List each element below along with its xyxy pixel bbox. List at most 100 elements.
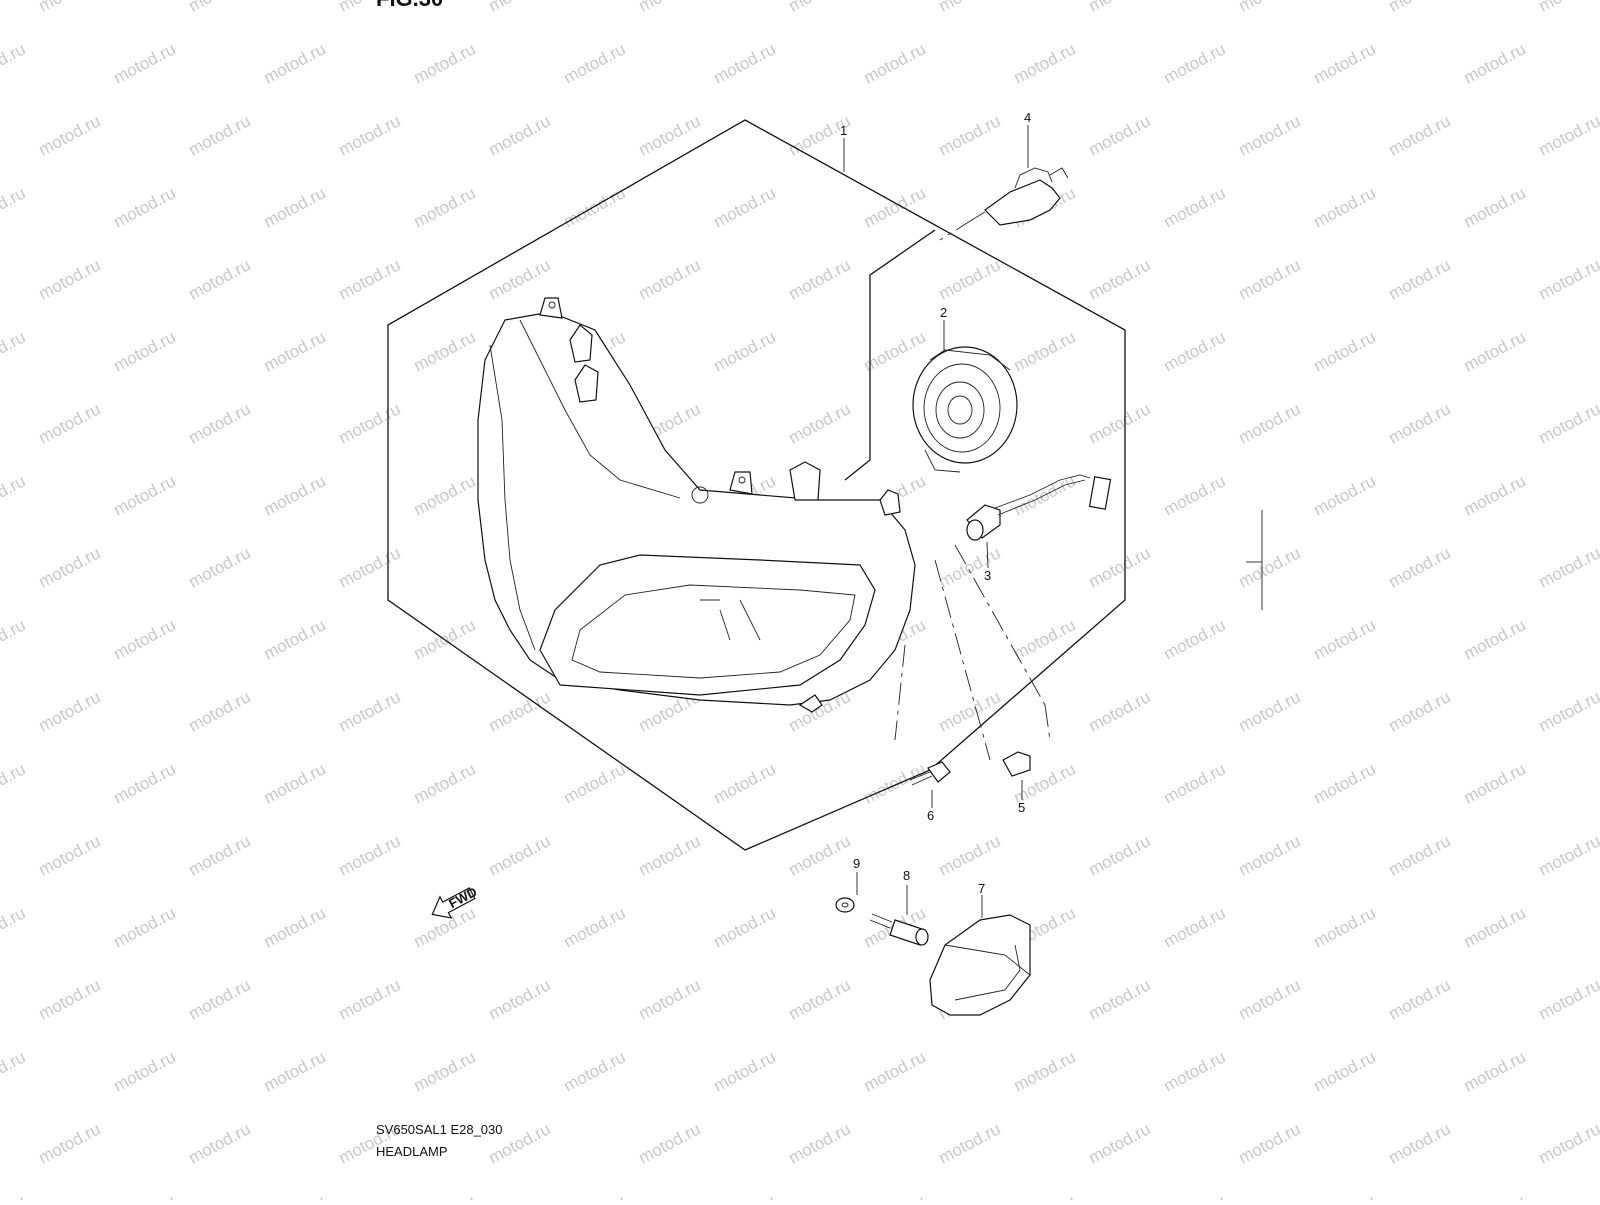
- watermark-text: motod.ru: [1460, 39, 1528, 87]
- watermark-text: motod.ru: [35, 543, 103, 591]
- washer-drawing: [835, 872, 858, 913]
- watermark-text: motod.ru: [710, 1047, 778, 1095]
- watermark-text: motod.ru: [410, 1191, 478, 1200]
- callout-2: 2: [940, 305, 947, 320]
- callout-1: 1: [840, 123, 847, 138]
- watermark-text: motod.ru: [1235, 975, 1303, 1023]
- watermark-text: motod.ru: [0, 471, 29, 519]
- watermark-text: motod.ru: [0, 759, 29, 807]
- model-code: SV650SAL1 E28_030: [376, 1122, 503, 1137]
- watermark-text: motod.ru: [410, 183, 478, 231]
- watermark-text: motod.ru: [1460, 615, 1528, 663]
- watermark-text: motod.ru: [185, 255, 253, 303]
- watermark-text: motod.ru: [1385, 0, 1453, 16]
- watermark-text: motod.ru: [1310, 759, 1378, 807]
- watermark-text: motod.ru: [1535, 399, 1600, 447]
- watermark-text: motod.ru: [1085, 111, 1153, 159]
- watermark-text: motod.ru: [185, 975, 253, 1023]
- watermark-text: motod.ru: [1385, 975, 1453, 1023]
- watermark-text: motod.ru: [1385, 831, 1453, 879]
- watermark-text: motod.ru: [110, 183, 178, 231]
- watermark-text: motod.ru: [35, 111, 103, 159]
- watermark-text: motod.ru: [1535, 543, 1600, 591]
- watermark-text: motod.ru: [110, 759, 178, 807]
- position-bulb-drawing: [1002, 751, 1031, 800]
- position-bulb-socket-drawing: [966, 474, 1112, 569]
- watermark-text: motod.ru: [0, 39, 29, 87]
- watermark-text: motod.ru: [710, 183, 778, 231]
- watermark-text: motod.ru: [1535, 1119, 1600, 1167]
- watermark-text: motod.ru: [0, 183, 29, 231]
- watermark-text: motod.ru: [410, 471, 478, 519]
- watermark-text: motod.ru: [110, 327, 178, 375]
- watermark-text: motod.ru: [1010, 1191, 1078, 1200]
- watermark-text: motod.ru: [110, 39, 178, 87]
- watermark-text: motod.ru: [785, 255, 853, 303]
- watermark-text: motod.ru: [1235, 255, 1303, 303]
- watermark-text: motod.ru: [560, 1191, 628, 1200]
- watermark-text: motod.ru: [1235, 687, 1303, 735]
- watermark-text: motod.ru: [335, 975, 403, 1023]
- watermark-text: motod.ru: [635, 0, 703, 16]
- watermark-text: motod.ru: [0, 1047, 29, 1095]
- watermark-text: motod.ru: [1460, 903, 1528, 951]
- watermark-text: motod.ru: [935, 255, 1003, 303]
- watermark-text: motod.ru: [185, 1119, 253, 1167]
- watermark-text: motod.ru: [635, 831, 703, 879]
- watermark-text: motod.ru: [110, 903, 178, 951]
- watermark-text: motod.ru: [560, 183, 628, 231]
- watermark-text: motod.ru: [1385, 543, 1453, 591]
- assembly-frame-inner: [844, 229, 936, 481]
- assembly-lines: [894, 217, 1051, 761]
- watermark-text: motod.ru: [35, 975, 103, 1023]
- watermark-text: motod.ru: [185, 111, 253, 159]
- watermark-text: motod.ru: [185, 399, 253, 447]
- adjust-screw-drawing: [909, 761, 951, 808]
- watermark-text: motod.ru: [560, 39, 628, 87]
- watermark-text: motod.ru: [1385, 399, 1453, 447]
- watermark-text: motod.ru: [35, 0, 103, 16]
- watermark-text: motod.ru: [935, 543, 1003, 591]
- watermark-text: motod.ru: [1460, 1191, 1528, 1200]
- watermark-text: motod.ru: [860, 759, 928, 807]
- watermark-text: motod.ru: [1160, 183, 1228, 231]
- watermark-text: motod.ru: [1160, 39, 1228, 87]
- watermark-text: motod.ru: [260, 903, 328, 951]
- watermark-text: motod.ru: [1085, 1119, 1153, 1167]
- watermark-text: motod.ru: [1385, 255, 1453, 303]
- assembly-frame: [387, 119, 1126, 851]
- callout-6: 6: [927, 808, 934, 823]
- watermark-text: motod.ru: [785, 0, 853, 16]
- callout-3: 3: [984, 568, 991, 583]
- watermark-text: motod.ru: [1085, 255, 1153, 303]
- watermark-text: motod.ru: [1460, 759, 1528, 807]
- watermark-text: motod.ru: [185, 543, 253, 591]
- watermark-text: motod.ru: [935, 0, 1003, 16]
- watermark-text: motod.ru: [410, 39, 478, 87]
- callout-7: 7: [978, 881, 985, 896]
- watermark-text: motod.ru: [35, 255, 103, 303]
- watermark-text: motod.ru: [1235, 0, 1303, 16]
- reflex-reflector-drawing: [929, 895, 1031, 1016]
- watermark-text: motod.ru: [785, 975, 853, 1023]
- watermark-text: motod.ru: [335, 399, 403, 447]
- watermark-text: motod.ru: [1310, 327, 1378, 375]
- watermark-text: motod.ru: [1010, 39, 1078, 87]
- watermark-text: motod.ru: [260, 1047, 328, 1095]
- watermark-text: motod.ru: [1310, 39, 1378, 87]
- watermark-text: motod.ru: [1160, 327, 1228, 375]
- watermark-text: motod.ru: [710, 759, 778, 807]
- watermark-text: motod.ru: [1160, 471, 1228, 519]
- watermark-text: motod.ru: [1310, 903, 1378, 951]
- watermark-text: motod.ru: [1310, 183, 1378, 231]
- watermark-text: motod.ru: [410, 1047, 478, 1095]
- watermark-text: motod.ru: [260, 327, 328, 375]
- watermark-text: motod.ru: [1535, 687, 1600, 735]
- watermark-text: motod.ru: [260, 39, 328, 87]
- watermark-text: motod.ru: [260, 1191, 328, 1200]
- watermark-text: motod.ru: [410, 759, 478, 807]
- watermark-text: motod.ru: [1535, 0, 1600, 16]
- watermark-text: motod.ru: [860, 39, 928, 87]
